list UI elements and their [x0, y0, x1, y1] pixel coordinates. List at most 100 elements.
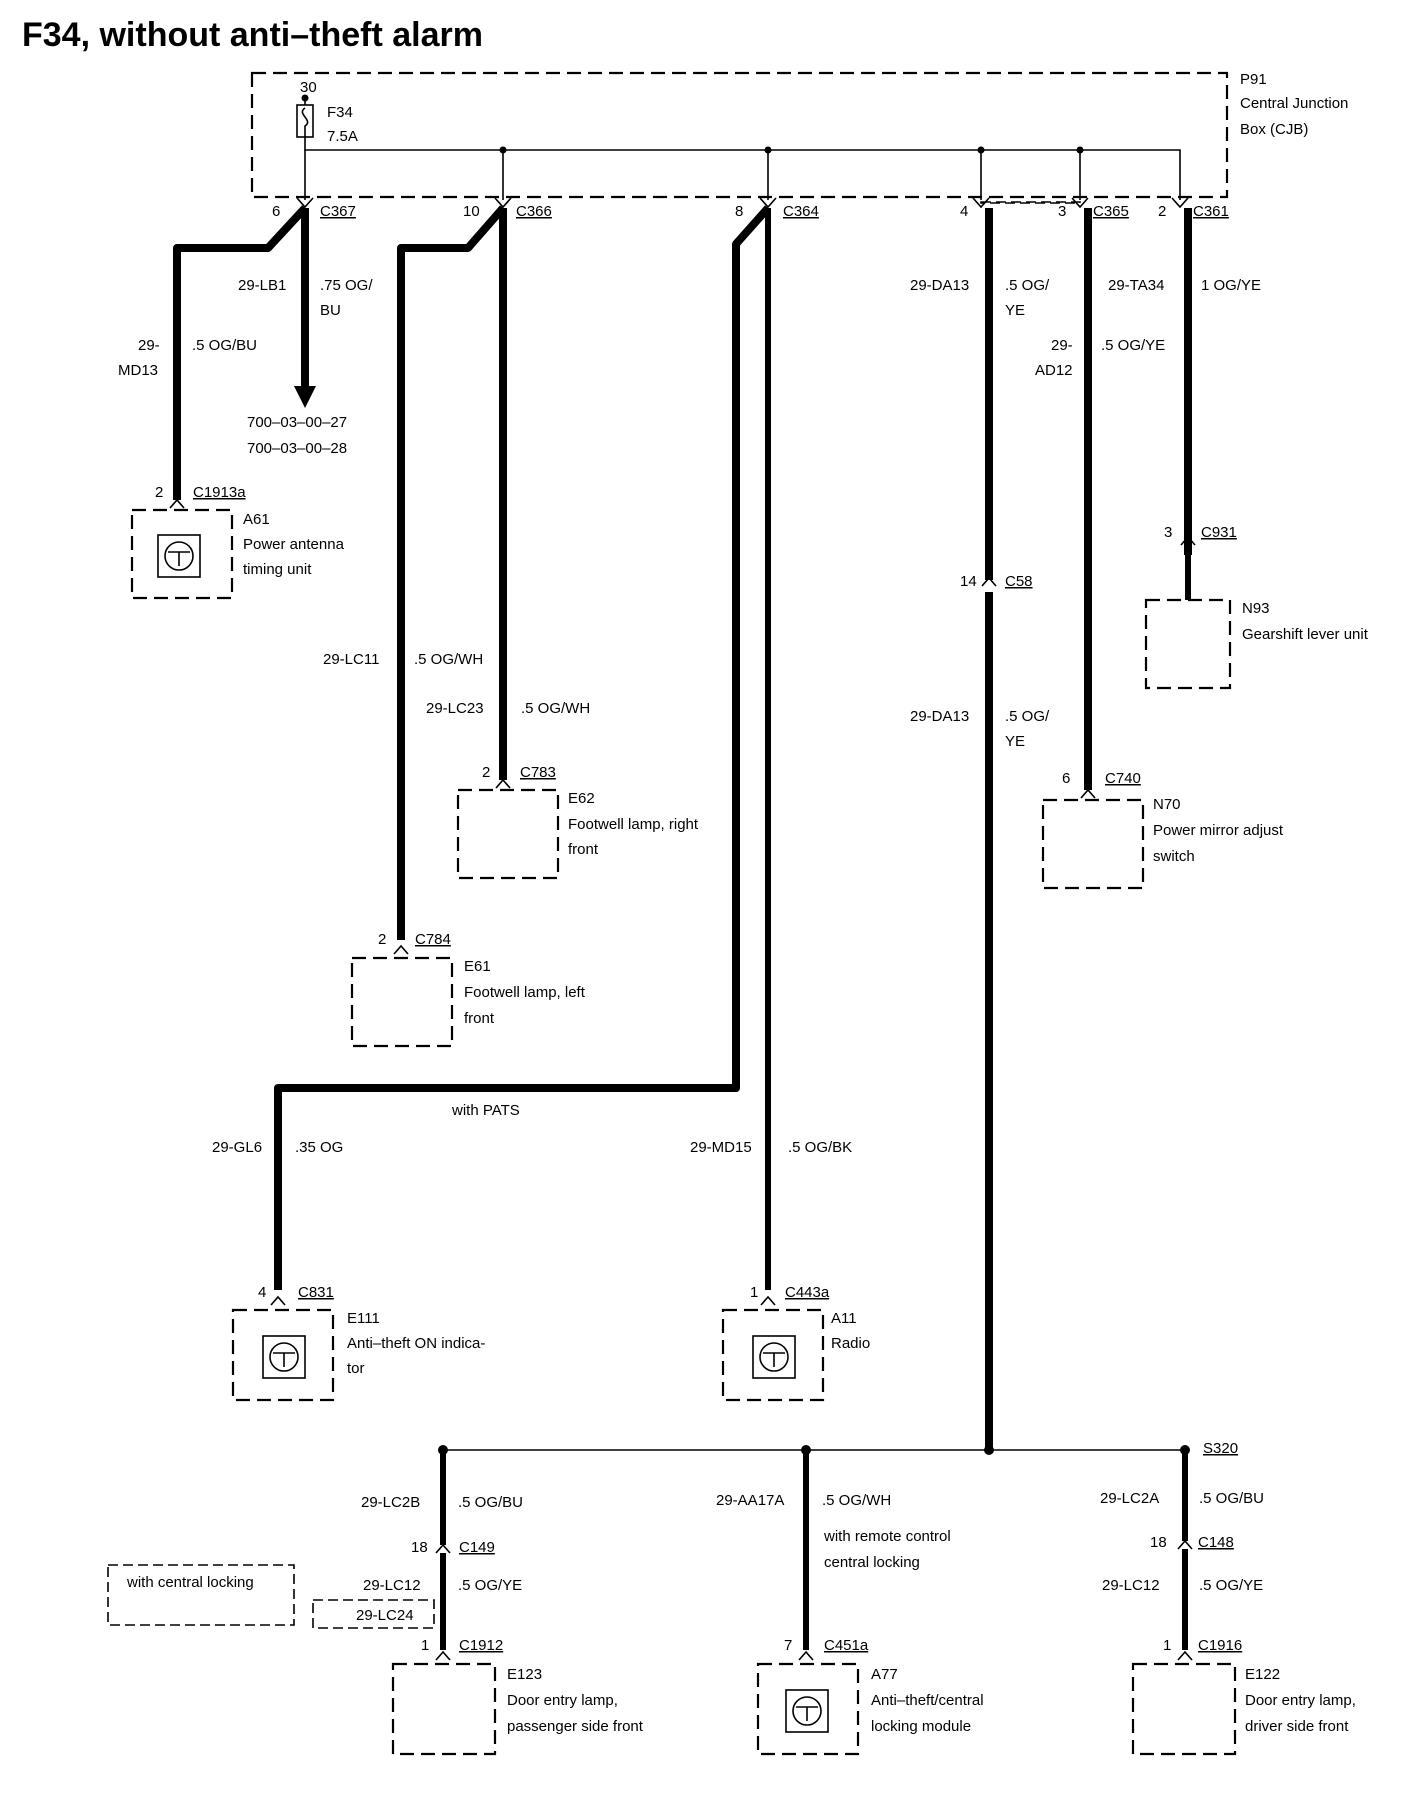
lc2a-size: .5 OG/BU [1199, 1490, 1264, 1507]
e111-module-glyph [273, 1352, 295, 1367]
c451a-chevron [798, 1650, 814, 1661]
e122-box [1131, 1662, 1237, 1756]
ad12-size: .5 OG/YE [1101, 337, 1165, 354]
a77-box [756, 1662, 860, 1756]
gl6-size: .35 OG [295, 1139, 343, 1156]
c1916-id: C1916 [1198, 1637, 1242, 1654]
e61-line-1: Footwell lamp, left [464, 984, 586, 1001]
e122-line-2: driver side front [1245, 1718, 1349, 1735]
c149-pin: 18 [411, 1539, 428, 1556]
lc11-circuit: 29-LC11 [323, 651, 379, 668]
lc12-right-circuit: 29-LC12 [1102, 1577, 1160, 1594]
a11-line-1: Radio [831, 1335, 870, 1352]
e122-line-1: Door entry lamp, [1245, 1692, 1356, 1709]
c451a-pin: 7 [784, 1637, 792, 1654]
c58-top-pin: 4 [960, 203, 968, 220]
c365-pin: 3 [1058, 203, 1066, 220]
ref-2: 700–03–00–28 [247, 440, 347, 457]
lc24-alt-box [312, 1599, 435, 1629]
lc11-size: .5 OG/WH [414, 651, 483, 668]
bus-node [499, 146, 507, 154]
ad12-circuit-1: 29- [1051, 337, 1073, 354]
c1916-pin: 1 [1163, 1637, 1171, 1654]
remote-note-1: with remote control [823, 1528, 951, 1545]
a61-box [130, 508, 234, 600]
fuse-terminal: 30 [300, 79, 317, 96]
a11-box [721, 1308, 825, 1402]
lc12-left-size: .5 OG/YE [458, 1577, 522, 1594]
lc12-right-size: .5 OG/YE [1199, 1577, 1263, 1594]
e111-module-symbol [269, 1342, 299, 1372]
a61-module-symbol [164, 541, 194, 571]
md13-circuit-1: 29- [138, 337, 160, 354]
lc23-circuit: 29-LC23 [426, 700, 484, 717]
c58-pin: 14 [960, 573, 977, 590]
e61-box [350, 956, 454, 1048]
e123-box [391, 1662, 497, 1756]
c831-id: C831 [298, 1284, 334, 1301]
cjb-outline [250, 71, 1229, 199]
c364-id: C364 [783, 203, 819, 220]
fuse-id: F34 [327, 104, 353, 121]
c58-id: C58 [1005, 573, 1033, 590]
lc2b-size: .5 OG/BU [458, 1494, 523, 1511]
c740-id: C740 [1105, 770, 1141, 787]
c148-chevron [1177, 1539, 1193, 1550]
md13-size: .5 OG/BU [192, 337, 257, 354]
md15-circuit: 29-MD15 [690, 1139, 752, 1156]
e123-line-1: Door entry lamp, [507, 1692, 618, 1709]
c365-shared-dash [980, 201, 1081, 204]
gl6-circuit: 29-GL6 [212, 1139, 262, 1156]
c148-pin: 18 [1150, 1534, 1167, 1551]
lc2a-circuit: 29-LC2A [1100, 1490, 1159, 1507]
a61-line-1: Power antenna [243, 536, 345, 553]
da13a-circuit: 29-DA13 [910, 277, 969, 294]
wire-md13 [173, 205, 308, 500]
c366-id: C366 [516, 203, 552, 220]
bus-node [1076, 146, 1084, 154]
cjb-label-1: Central Junction [1240, 95, 1348, 112]
a11-id: A11 [831, 1310, 857, 1327]
e62-line-2: front [568, 841, 599, 858]
c443a-pin: 1 [750, 1284, 758, 1301]
c365-id: C365 [1093, 203, 1129, 220]
central-locking-note-box [107, 1564, 295, 1626]
c361-id: C361 [1193, 203, 1229, 220]
c740-pin: 6 [1062, 770, 1070, 787]
c364-pin: 8 [735, 203, 743, 220]
lc2b-circuit: 29-LC2B [361, 1494, 420, 1511]
c1913a-id: C1913a [193, 484, 246, 501]
c1912-id: C1912 [459, 1637, 503, 1654]
c783-pin: 2 [482, 764, 490, 781]
a61-id: A61 [243, 511, 270, 528]
md13-circuit-2: MD13 [118, 362, 158, 379]
central-locking-note: with central locking [126, 1574, 254, 1591]
c740-chevron [1080, 788, 1096, 799]
e62-line-1: Footwell lamp, right [568, 816, 699, 833]
wire-lb1-arrow [294, 386, 316, 408]
n93-id: N93 [1242, 600, 1270, 617]
c443a-chevron [760, 1295, 776, 1306]
wire-lc11 [397, 205, 507, 940]
lc24-label: 29-LC24 [356, 1607, 414, 1624]
aa17a-circuit: 29-AA17A [716, 1492, 784, 1509]
cjb-taps [304, 150, 1081, 200]
c931-pin: 3 [1164, 524, 1172, 541]
lb1-size-2: BU [320, 302, 341, 319]
da13a-size-2: YE [1005, 302, 1025, 319]
a11-module-glyph [763, 1352, 785, 1367]
ta34-circuit: 29-TA34 [1108, 277, 1164, 294]
e62-box [456, 788, 560, 880]
a77-module-glyph [796, 1706, 818, 1721]
cjb-id: P91 [1240, 71, 1267, 88]
c783-id: C783 [520, 764, 556, 781]
diagram-title: F34, without anti–theft alarm [22, 16, 483, 54]
da13b-size-2: YE [1005, 733, 1025, 750]
s320-id: S320 [1203, 1440, 1238, 1457]
cjb-label-2: Box (CJB) [1240, 121, 1308, 138]
c149-chevron [435, 1543, 451, 1554]
bus-node [977, 146, 985, 154]
e123-id: E123 [507, 1666, 542, 1683]
da13b-size-1: .5 OG/ [1005, 708, 1050, 725]
